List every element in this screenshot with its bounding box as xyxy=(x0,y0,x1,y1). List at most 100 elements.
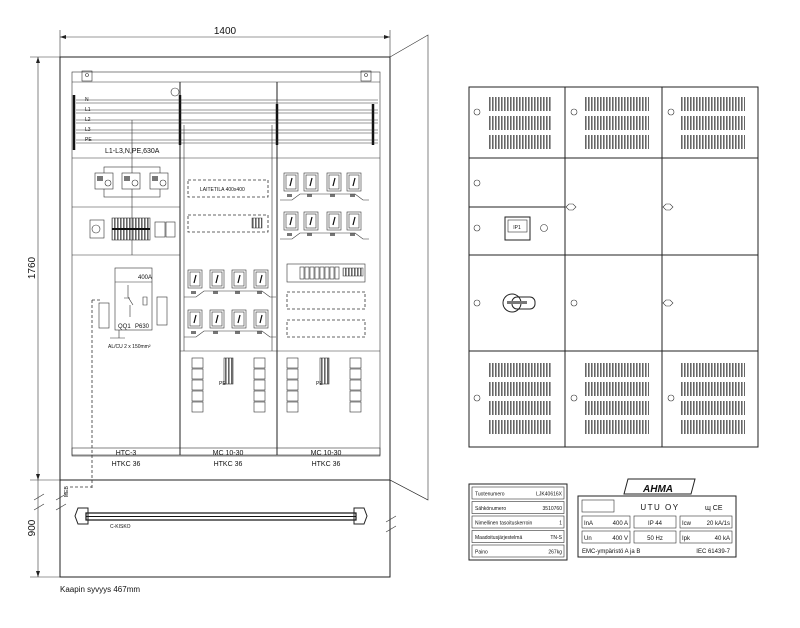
pe-terminal xyxy=(223,357,234,385)
door-lock-icon[interactable] xyxy=(473,299,481,307)
terminal-block xyxy=(191,368,204,380)
terminal-block xyxy=(349,368,362,380)
busbar-label: N xyxy=(85,97,89,103)
nameplate-cell: IP 44 xyxy=(633,515,677,529)
door-lock-icon[interactable] xyxy=(570,299,578,307)
ventilation-grille xyxy=(585,363,649,377)
dimension-width-label: 1400 xyxy=(214,26,237,37)
main-switch-type: P630 xyxy=(135,324,150,330)
spec-value: 3510760 xyxy=(543,506,563,512)
door-lock-icon[interactable] xyxy=(667,108,675,116)
spec-value: 1 xyxy=(559,521,562,527)
busbar-label: L2 xyxy=(85,117,91,123)
cable-spec: AL/CU 2 x 150mm² xyxy=(108,344,151,350)
ventilation-grille xyxy=(488,363,552,377)
pe-terminal xyxy=(319,357,330,385)
terminal-block xyxy=(286,368,299,380)
company-name: UTU OY xyxy=(640,503,679,512)
spec-row: Maadoitusjärjestelmä TN-S xyxy=(471,530,565,543)
indicator-lamp-icon xyxy=(540,224,548,232)
door-lock-icon[interactable] xyxy=(473,224,481,232)
nameplate-cell-label: InA xyxy=(584,521,593,527)
ventilation-grille xyxy=(585,382,649,396)
ventilation-grille xyxy=(681,382,745,396)
cabinet-depth-note: Kaapin syvyys 467mm xyxy=(60,585,140,594)
terminal-block xyxy=(349,379,362,391)
busbar-rating: L1-L3,N,PE,630A xyxy=(105,148,160,155)
small-mcb xyxy=(319,266,325,280)
fuse-strip xyxy=(89,217,176,241)
small-mcb xyxy=(324,266,330,280)
ventilation-grille xyxy=(681,363,745,377)
energy-meter: IP1 xyxy=(504,216,548,241)
terminal-block xyxy=(253,357,266,369)
nameplate-cell-value: IP 44 xyxy=(648,521,663,527)
door-lock-icon[interactable] xyxy=(473,394,481,402)
device-space-label: LAITETILA 400x400 xyxy=(200,187,245,193)
circuit-breaker xyxy=(326,211,342,236)
strip-3-bottom: HTKC 36 xyxy=(312,461,341,468)
pe-label-1: PE xyxy=(219,381,226,387)
ventilation-grille xyxy=(488,116,552,130)
ventilation-grille xyxy=(488,97,552,111)
ventilation-grille xyxy=(585,420,649,434)
door-lock-icon[interactable] xyxy=(570,394,578,402)
circuit-breaker xyxy=(187,269,203,294)
switch-disconnector xyxy=(94,172,114,190)
strip-2-bottom: HTKC 36 xyxy=(214,461,243,468)
brand-logo: AHMA xyxy=(642,484,673,495)
spec-label: Paino xyxy=(475,550,488,556)
door-handle-icon[interactable] xyxy=(662,203,674,211)
terminal-block xyxy=(349,401,362,413)
terminal-block xyxy=(349,357,362,369)
door-lock-icon[interactable] xyxy=(473,108,481,116)
meter-label: IP1 xyxy=(513,225,521,231)
main-switch-handle[interactable] xyxy=(502,293,536,313)
circuit-breaker xyxy=(231,269,247,294)
spec-value: TN-S xyxy=(550,535,562,541)
terminal-block xyxy=(191,379,204,391)
small-mcb xyxy=(329,266,335,280)
circuit-breaker xyxy=(303,211,319,236)
ventilation-grille xyxy=(585,116,649,130)
nameplate-cell-value: 40 kA xyxy=(715,536,730,542)
circuit-breaker xyxy=(253,309,269,334)
ventilation-grille xyxy=(488,401,552,415)
circuit-breaker xyxy=(253,269,269,294)
switch-disconnector xyxy=(121,172,141,190)
small-mcb xyxy=(304,266,310,280)
spec-value: LJK40616X xyxy=(536,492,563,498)
spec-label: Maadoitusjärjestelmä xyxy=(475,535,522,541)
ventilation-grille xyxy=(488,135,552,149)
terminal-block xyxy=(191,401,204,413)
mcb-groups xyxy=(184,172,369,338)
small-mcb xyxy=(299,266,305,280)
door-lock-icon[interactable] xyxy=(473,179,481,187)
c-rail: C-KISKO xyxy=(74,507,368,530)
door-handle-icon[interactable] xyxy=(565,203,577,211)
terminal-block xyxy=(349,390,362,402)
main-switch-id: QQ1 xyxy=(118,324,131,330)
door-lock-icon[interactable] xyxy=(667,394,675,402)
strip-3-top: MC 10-30 xyxy=(311,450,342,457)
door-lock-icon[interactable] xyxy=(570,108,578,116)
busbar-label: PE xyxy=(85,137,92,143)
terminal-blocks: PE PE xyxy=(191,357,362,413)
device-space: LAITETILA 400x400 xyxy=(187,179,269,233)
ventilation-grille xyxy=(488,420,552,434)
door-handle-icon[interactable] xyxy=(662,299,674,307)
circuit-breaker xyxy=(231,309,247,334)
busbar-label: L3 xyxy=(85,127,91,133)
circuit-breaker xyxy=(303,172,319,197)
front-view: IP1 xyxy=(468,86,759,448)
ventilation-grille xyxy=(681,401,745,415)
ventilation-grille xyxy=(681,135,745,149)
